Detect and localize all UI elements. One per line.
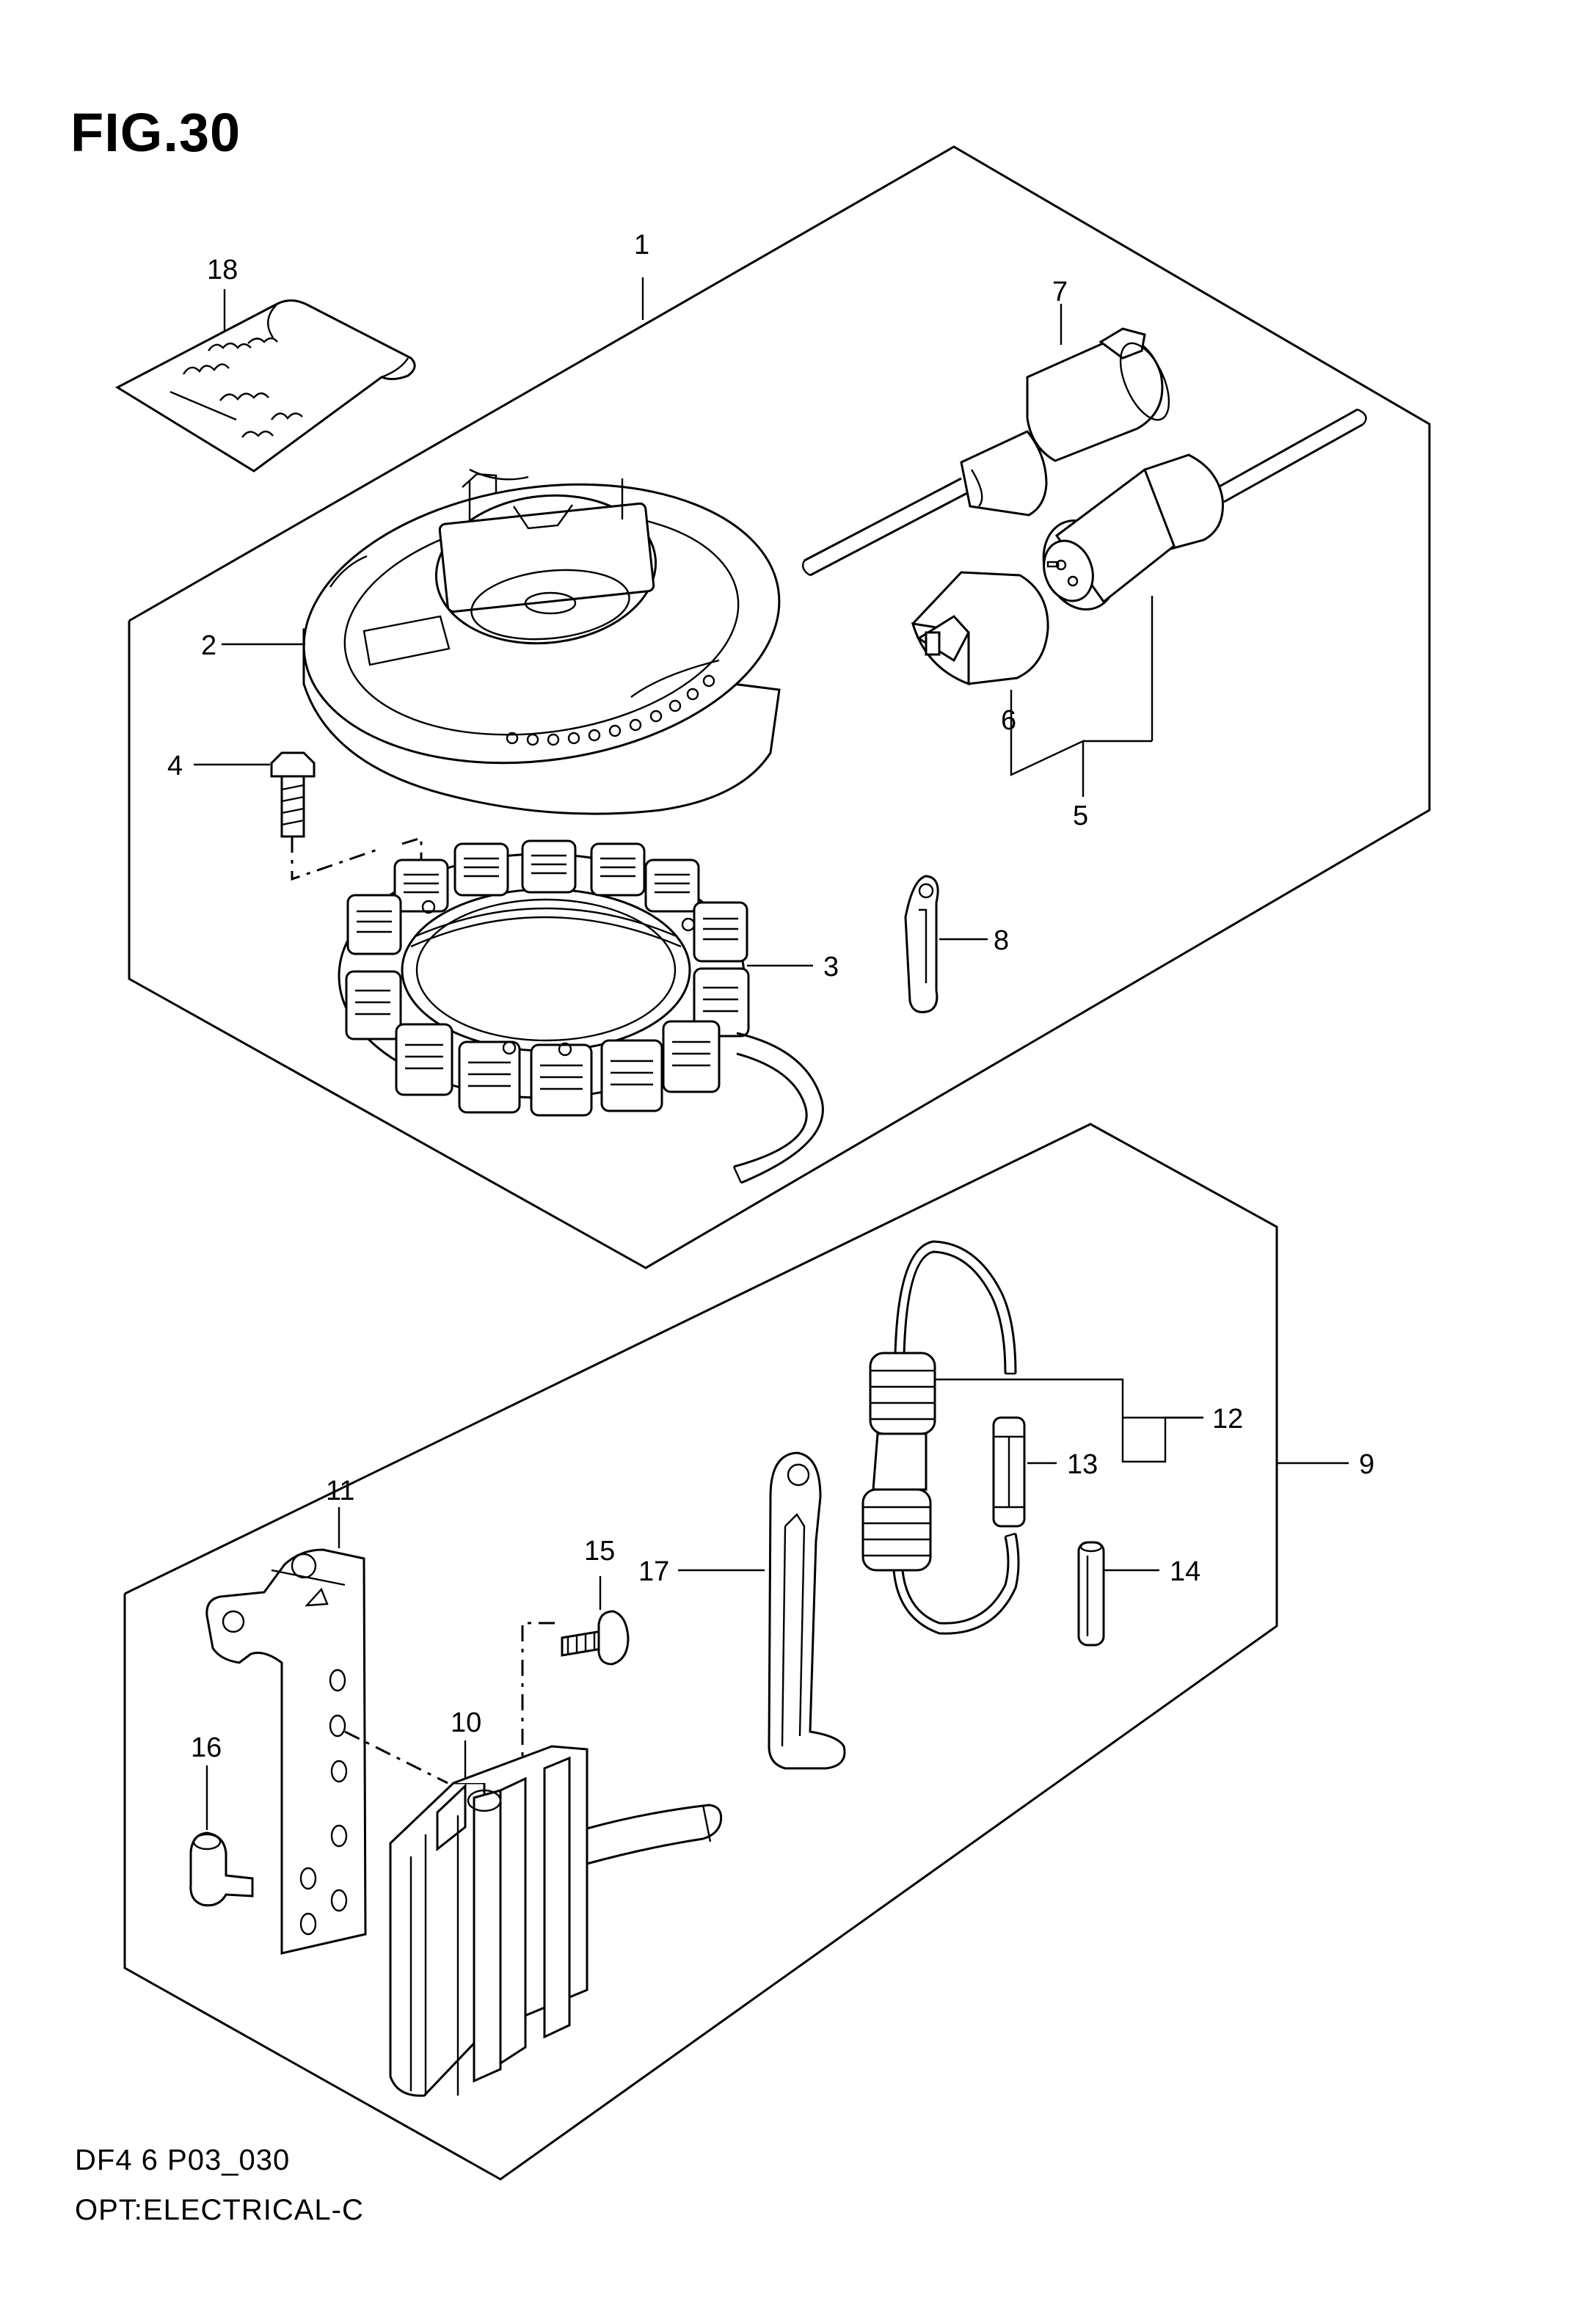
kit-box-upper: [128, 145, 1431, 1269]
connector-7: [802, 327, 1170, 577]
callout-labels: 1 2 3 4 5 6 7 8 9 10 11 12 13 14 15 16 1…: [167, 230, 1374, 1763]
callout-5: 5: [1073, 801, 1088, 831]
callout-10: 10: [451, 1707, 481, 1738]
callout-11: 11: [326, 1476, 354, 1506]
callout-14: 14: [1170, 1556, 1200, 1587]
bracket-plate-11: [205, 1548, 367, 1955]
leader-lines: [194, 277, 1349, 1830]
bolt-4: [270, 751, 316, 838]
fuse-13: [992, 1416, 1026, 1528]
bracket-5-6: [1010, 596, 1154, 797]
flywheel-holes: [506, 674, 715, 746]
connector-5: [1042, 408, 1367, 611]
callout-16: 16: [191, 1732, 222, 1763]
callout-9: 9: [1359, 1449, 1374, 1480]
figure-code: DF4 6 P03_030: [75, 2144, 291, 2176]
kit-box-lower: [123, 1123, 1278, 2181]
callout-15: 15: [584, 1536, 615, 1567]
stator-coil-3: [338, 839, 824, 1184]
callout-8: 8: [994, 925, 1009, 956]
callout-6: 6: [1001, 705, 1016, 736]
callout-7: 7: [1052, 277, 1068, 307]
callout-4: 4: [167, 751, 183, 781]
callout-12: 12: [1212, 1404, 1243, 1434]
sleeve-14: [1077, 1541, 1105, 1647]
screw-15: [561, 1610, 630, 1666]
fuse-holder-12: [861, 1240, 1020, 1635]
callout-13: 13: [1067, 1449, 1098, 1480]
grommet-16: [189, 1831, 254, 1907]
connector-6: [911, 571, 1049, 686]
lower-leads: [344, 1622, 555, 1796]
callout-3: 3: [823, 952, 839, 982]
callout-2: 2: [201, 630, 216, 661]
regulator-10: [389, 1745, 723, 2097]
callout-1: 1: [634, 230, 649, 260]
stator-poles: [345, 839, 750, 1117]
callout-18: 18: [207, 255, 238, 285]
clamp-8: [904, 875, 939, 1013]
parts-bag-18: [114, 299, 416, 473]
strap-17: [768, 1451, 846, 1770]
figure-section: OPT:ELECTRICAL-C: [75, 2194, 364, 2226]
callout-17: 17: [638, 1556, 669, 1587]
flywheel-rotor-2: [302, 468, 781, 815]
figure-title: FIG.30: [70, 102, 241, 163]
